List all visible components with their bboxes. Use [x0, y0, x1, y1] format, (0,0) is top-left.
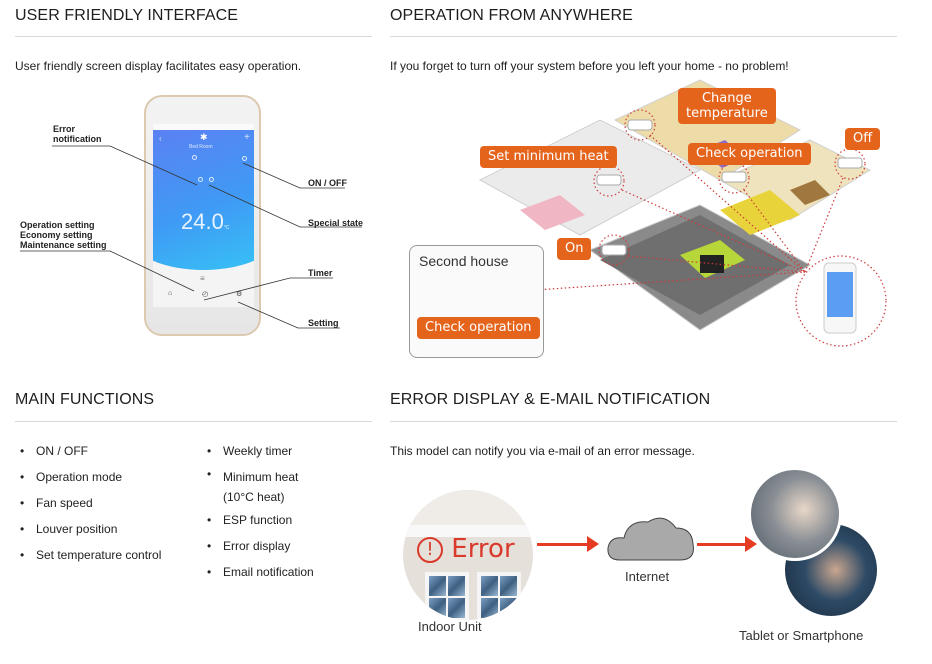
- function-item: Error display: [205, 533, 314, 559]
- kitchen-floor: [720, 190, 800, 235]
- callout-line-error: [52, 145, 198, 186]
- power-icon: [242, 156, 247, 161]
- back-icon: ‹: [159, 134, 162, 143]
- callout-text: Error: [53, 124, 76, 134]
- section-title-error-display: ERROR DISPLAY & E-MAIL NOTIFICATION: [390, 391, 711, 408]
- phone-temperature-display: 24.0°C: [181, 209, 229, 235]
- label-set-minimum-heat: Set minimum heat: [480, 146, 617, 168]
- indoor-unit-label: Indoor Unit: [418, 619, 482, 634]
- section-title-operation-anywhere: OPERATION FROM ANYWHERE: [390, 7, 633, 24]
- function-item: Fan speed: [18, 490, 161, 516]
- ac-unit-icon: [721, 171, 747, 183]
- label-off: Off: [845, 128, 881, 150]
- callout-operation-settings: Operation setting Economy setting Mainte…: [20, 220, 107, 250]
- internet-label: Internet: [625, 569, 670, 584]
- label-text: temperature: [686, 106, 768, 121]
- ac-unit-icon: [627, 119, 653, 131]
- temperature-value: 24.0: [181, 209, 224, 234]
- section-divider: [15, 36, 372, 37]
- home-icon: ⌂: [168, 290, 173, 297]
- section-title-user-friendly: USER FRIENDLY INTERFACE: [15, 7, 239, 24]
- callout-error-notification: Error notification: [53, 124, 102, 144]
- phone-status-bar: [153, 124, 254, 130]
- error-indicator-icon: [198, 177, 203, 182]
- label-second-house-check-operation: Check operation: [417, 317, 540, 339]
- function-item: Weekly timer: [205, 438, 314, 464]
- section-divider: [390, 36, 897, 37]
- add-icon: +: [244, 132, 250, 143]
- ac-unit-icon: [837, 157, 863, 169]
- ac-unit-icon: [601, 244, 627, 256]
- pink-bed: [520, 195, 585, 230]
- section-title-main-functions: MAIN FUNCTIONS: [15, 391, 155, 408]
- callout-timer: Timer: [308, 268, 333, 278]
- window-icon: [477, 572, 521, 620]
- section-description: User friendly screen display facilitates…: [15, 59, 302, 73]
- temperature-unit: °C: [223, 225, 230, 231]
- function-item: Louver position: [18, 516, 161, 542]
- second-house-panel: Second house: [409, 245, 544, 358]
- callout-line-setting: [237, 301, 340, 329]
- function-item: Operation mode: [18, 464, 161, 490]
- callout-special-state: Special state: [308, 218, 364, 228]
- phone-room-name: Bed Room: [189, 144, 213, 150]
- callout-text: Operation setting: [20, 220, 95, 230]
- callout-text: notification: [53, 134, 102, 144]
- mode-indicator-icon: [192, 155, 197, 160]
- menu-icon: ≡: [200, 274, 205, 283]
- function-item: ON / OFF: [18, 438, 161, 464]
- section-description: If you forget to turn off your system be…: [390, 59, 789, 73]
- callout-line-onoff: [242, 162, 345, 189]
- second-house-title: Second house: [419, 253, 509, 269]
- arrow-right-icon: [537, 536, 599, 552]
- error-badge-text: Error: [451, 534, 515, 564]
- ac-unit-body: [403, 525, 533, 537]
- window-icon: [425, 572, 469, 620]
- label-on: On: [557, 238, 592, 260]
- ac-unit-icon: [596, 174, 622, 186]
- settings-icon: ⚙: [236, 291, 243, 298]
- arrow-right-icon: [697, 536, 757, 552]
- smartphone-illustration: ‹ ✱ + Bed Room 24.0°C ≡ ⌂ ◴ ⚙: [144, 95, 261, 336]
- function-item: ESP function: [205, 507, 314, 533]
- function-item-text: Minimum heat: [223, 470, 299, 484]
- indoor-unit-photo: ! Error: [403, 490, 533, 620]
- mini-phone-screen: [827, 272, 853, 317]
- section-divider: [390, 421, 897, 422]
- functions-list-left: ON / OFF Operation mode Fan speed Louver…: [18, 438, 161, 568]
- section-divider: [15, 421, 372, 422]
- callout-text: Maintenance setting: [20, 240, 107, 250]
- callout-on-off: ON / OFF: [308, 178, 347, 188]
- functions-list-right: Weekly timer Minimum heat (10°C heat) ES…: [205, 438, 314, 585]
- callout-line-special: [208, 184, 362, 228]
- devices-label: Tablet or Smartphone: [739, 628, 864, 643]
- table: [790, 180, 830, 205]
- callout-line-timer: [203, 277, 333, 301]
- phone-screen: ‹ ✱ + Bed Room 24.0°C ≡ ⌂ ◴ ⚙: [153, 124, 254, 307]
- label-text: Change: [701, 91, 752, 106]
- timer-icon: ◴: [202, 291, 209, 298]
- phone-highlight-ring: [795, 255, 887, 347]
- phone-temperature-panel: [153, 130, 254, 270]
- snowflake-icon: ✱: [200, 132, 208, 142]
- special-state-icon: [209, 177, 214, 182]
- function-item-text: (10°C heat): [223, 490, 285, 504]
- function-item: Minimum heat (10°C heat): [205, 464, 314, 507]
- section-description: This model can notify you via e-mail of …: [390, 444, 695, 458]
- function-item: Email notification: [205, 559, 314, 585]
- callout-text: Economy setting: [20, 230, 93, 240]
- callout-line-operation: [20, 250, 195, 292]
- label-change-temperature: Change temperature: [678, 88, 776, 124]
- function-item: Set temperature control: [18, 542, 161, 568]
- error-badge: ! Error: [417, 534, 515, 564]
- person-with-smartphone-photo: [748, 467, 842, 561]
- warning-icon: !: [417, 536, 443, 563]
- callout-setting: Setting: [308, 318, 339, 328]
- label-check-operation: Check operation: [688, 143, 811, 165]
